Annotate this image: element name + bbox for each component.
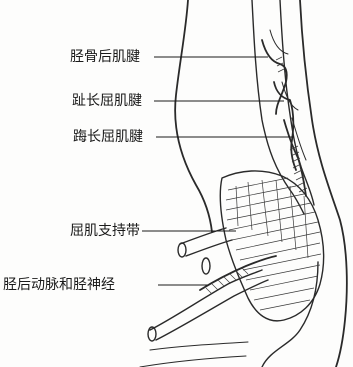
foot-line-2 <box>140 356 246 367</box>
label-tibialis-posterior-tendon: 胫骨后肌腱 <box>69 49 141 65</box>
foot-line-1 <box>150 342 248 350</box>
label-flexor-hallucis-longus-tendon: 踇长屈肌腱 <box>72 129 144 145</box>
label-posterior-tibial-artery-and-nerve: 胫后动脉和胫神经 <box>2 277 116 293</box>
tendon-cut-end-2 <box>178 243 186 257</box>
distal-tendon-4 <box>186 240 232 256</box>
label-flexor-digitorum-longus-tendon: 趾长屈肌腱 <box>71 93 143 109</box>
tibialis-posterior-tendon-edge <box>270 30 288 54</box>
distal-tendon-2 <box>156 280 268 340</box>
flexor-retinaculum-outline <box>220 171 323 321</box>
leg-anterior-outline <box>175 0 212 232</box>
tendon-cut-end-3 <box>202 258 210 274</box>
distal-tendon-3 <box>180 228 226 244</box>
distal-tendon-1 <box>150 270 262 330</box>
flexor-retinaculum-hatching <box>226 178 321 310</box>
bundle-hatching <box>206 268 248 294</box>
label-flexor-retinaculum: 屈肌支持带 <box>69 223 141 239</box>
